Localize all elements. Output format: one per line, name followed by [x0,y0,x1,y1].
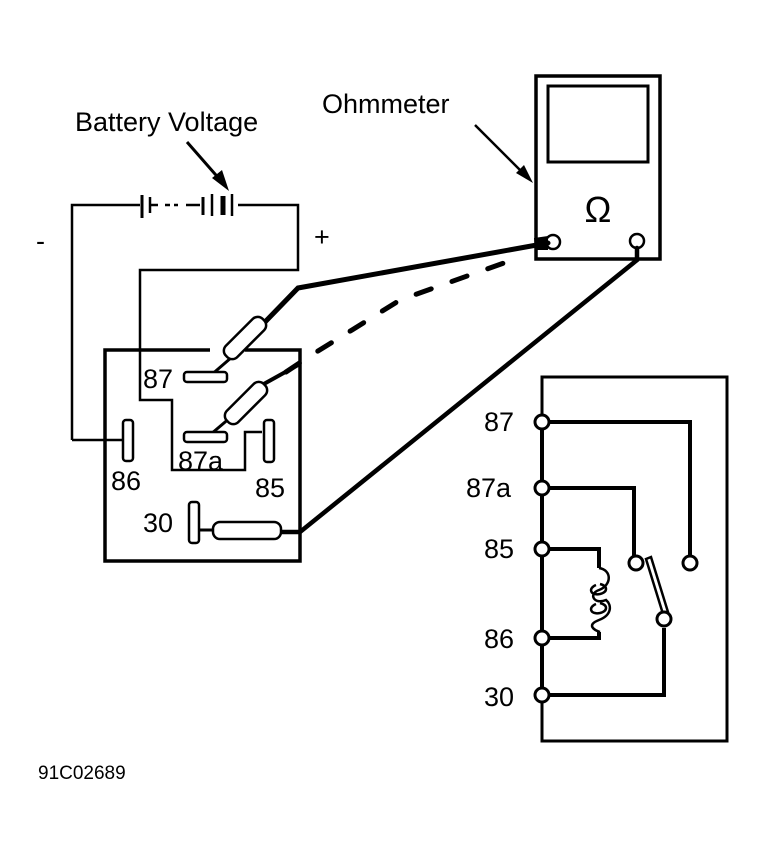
terminal-87 [182,370,229,384]
battery-symbol [140,194,234,218]
terminal-85 [262,418,276,464]
pin-label-87a: 87a [178,446,224,476]
probe-87 [209,315,268,378]
schematic-terminal-87 [533,413,551,431]
contact-87-point [681,554,699,572]
schematic-pin-label-87a: 87a [466,473,512,503]
schematic-terminal-86 [533,629,551,647]
schematic-pin-label-86: 86 [484,624,514,654]
armature-pivot [655,610,673,628]
pin-label-86: 86 [111,466,141,496]
probe-30 [196,520,283,541]
test-lead-common [277,245,640,535]
battery-circuit-wire [70,203,300,472]
positive-terminal-label: + [314,222,330,252]
ohmmeter-arrow [474,124,533,183]
test-lead-dashed [283,255,521,375]
test-lead-solid [262,236,551,325]
schematic-terminal-87a [533,479,551,497]
schematic-pin-label-30: 30 [484,682,514,712]
pin-label-87: 87 [143,364,173,394]
schematic-terminal-85 [533,540,551,558]
terminal-30 [187,500,201,545]
schematic-pin-label-85: 85 [484,534,514,564]
ohmmeter-label: Ohmmeter [322,89,450,119]
terminal-86 [121,418,135,463]
pin-label-30: 30 [143,508,173,538]
schematic-terminal-30 [533,686,551,704]
ohmmeter: Ω [534,74,662,261]
relay-schematic [533,375,729,743]
ohm-symbol-icon: Ω [585,189,612,230]
relay-pictorial: 87 87a 86 85 30 [103,315,302,563]
figure-code: 91C02689 [38,763,126,784]
negative-terminal-label: - [36,226,45,256]
terminal-87a [182,430,229,444]
contact-87a-point [627,554,645,572]
schematic-pin-label-87: 87 [484,407,514,437]
battery-arrow [185,141,229,191]
ohmmeter-display [546,84,650,164]
battery-voltage-label: Battery Voltage [75,107,258,137]
pin-label-85: 85 [255,473,285,503]
